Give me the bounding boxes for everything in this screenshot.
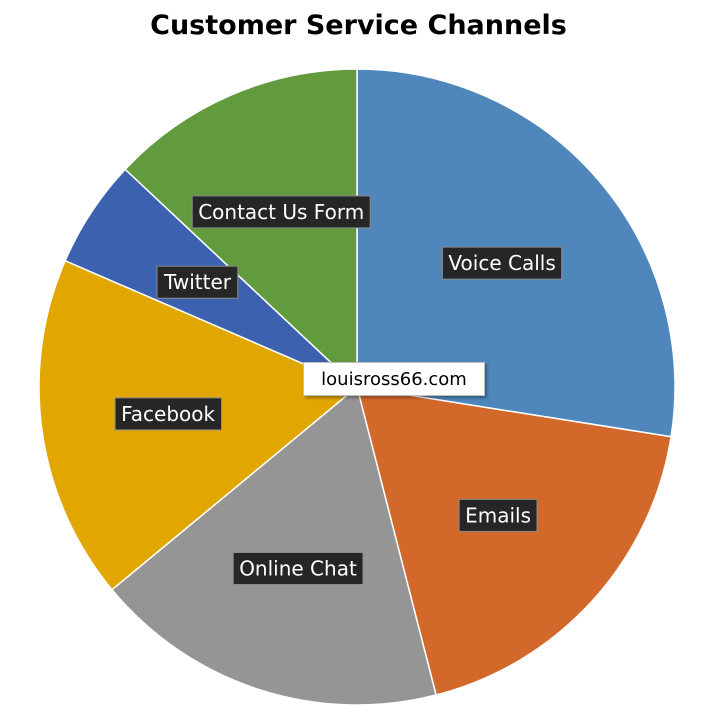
pie-label-box — [232, 552, 364, 585]
pie-label-contact-us-form: Contact Us Form — [191, 195, 371, 229]
pie-label-box — [441, 246, 563, 280]
pie-label-box — [458, 498, 538, 532]
pie-label-box — [191, 195, 371, 229]
pie-label-text: Emails — [465, 503, 531, 527]
pie-slice-online-chat — [110, 385, 437, 706]
pie-label-text: Facebook — [121, 402, 215, 426]
pie-label-twitter: Twitter — [156, 265, 239, 299]
chart-title: Customer Service Channels — [150, 10, 567, 41]
watermark-label: louisross66.com — [303, 362, 485, 396]
pie-label-text: Online Chat — [239, 557, 357, 581]
pie-label-facebook: Facebook — [114, 397, 222, 431]
pie-slice-emails — [355, 386, 672, 696]
pie-label-box — [156, 265, 239, 299]
pie-label-text: Voice Calls — [448, 251, 555, 275]
pie-label-emails: Emails — [458, 498, 538, 532]
pie-label-text: Contact Us Form — [198, 200, 364, 224]
pie-label-box — [114, 397, 222, 431]
pie-label-voice-calls: Voice Calls — [441, 246, 563, 280]
pie-label-text: Twitter — [163, 270, 232, 294]
pie-label-online-chat: Online Chat — [232, 552, 364, 585]
